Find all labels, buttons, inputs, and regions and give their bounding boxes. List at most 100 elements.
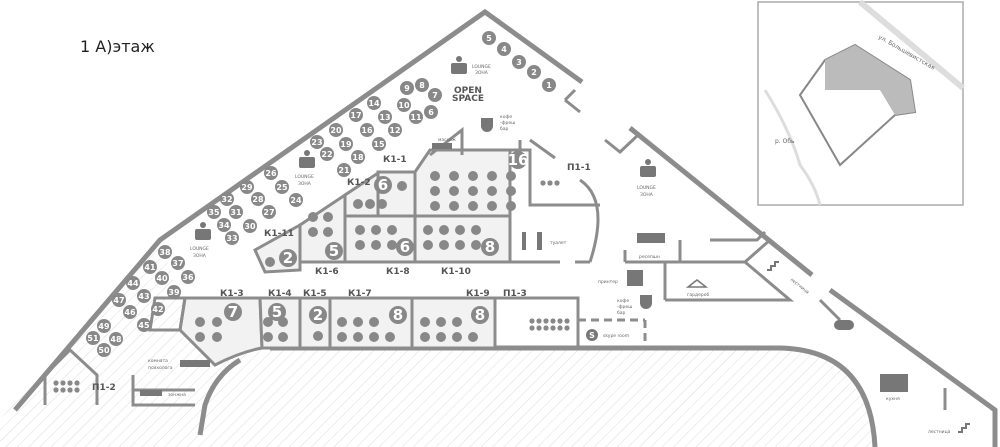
desk-marker[interactable]: [137, 289, 151, 303]
desk-6[interactable]: 6: [424, 105, 438, 119]
skype-room-label[interactable]: S skype room: [586, 329, 629, 341]
desk-8[interactable]: 8: [415, 78, 429, 92]
desk-18[interactable]: 18: [351, 150, 365, 164]
desk-45[interactable]: 45: [137, 318, 151, 332]
desk-marker[interactable]: [158, 245, 172, 259]
desk-marker[interactable]: [97, 343, 111, 357]
desk-38[interactable]: 38: [158, 245, 172, 259]
desk-marker[interactable]: [428, 88, 442, 102]
desk-42[interactable]: 42: [151, 302, 165, 316]
desk-marker[interactable]: [167, 285, 181, 299]
desk-43[interactable]: 43: [137, 289, 151, 303]
desk-marker[interactable]: [527, 65, 541, 79]
desk-32[interactable]: 32: [220, 192, 234, 206]
desk-29[interactable]: 29: [240, 180, 254, 194]
location-inset-map[interactable]: ул. Большевистская р. Обь: [757, 0, 965, 206]
desk-marker[interactable]: [310, 135, 324, 149]
desk-marker[interactable]: [367, 96, 381, 110]
desk-marker[interactable]: [251, 192, 265, 206]
skype-room[interactable]: [576, 318, 647, 348]
desk-34[interactable]: 34: [217, 218, 231, 232]
desk-22[interactable]: 22: [320, 147, 334, 161]
desk-4[interactable]: 4: [497, 42, 511, 56]
desk-50[interactable]: 50: [97, 343, 111, 357]
desk-marker[interactable]: [97, 319, 111, 333]
desk-marker[interactable]: [388, 123, 402, 137]
desk-marker[interactable]: [397, 98, 411, 112]
stairs-2[interactable]: лестница: [928, 423, 970, 435]
desk-marker[interactable]: [207, 205, 221, 219]
desk-48[interactable]: 48: [109, 332, 123, 346]
desk-marker[interactable]: [337, 163, 351, 177]
desk-24[interactable]: 24: [289, 193, 303, 207]
desk-5[interactable]: 5: [482, 31, 496, 45]
desk-marker[interactable]: [151, 302, 165, 316]
printer[interactable]: принтер: [598, 270, 643, 286]
desk-25[interactable]: 25: [275, 180, 289, 194]
desk-49[interactable]: 49: [97, 319, 111, 333]
desk-40[interactable]: 40: [155, 271, 169, 285]
desk-marker[interactable]: [240, 180, 254, 194]
desk-marker[interactable]: [243, 219, 257, 233]
desk-marker[interactable]: [360, 123, 374, 137]
desk-36[interactable]: 36: [181, 270, 195, 284]
desk-13[interactable]: 13: [378, 110, 392, 124]
desk-marker[interactable]: [542, 78, 556, 92]
desk-marker[interactable]: [229, 205, 243, 219]
desk-marker[interactable]: [415, 78, 429, 92]
desk-marker[interactable]: [181, 270, 195, 284]
desk-marker[interactable]: [400, 81, 414, 95]
desk-marker[interactable]: [86, 331, 100, 345]
desk-12[interactable]: 12: [388, 123, 402, 137]
desk-15[interactable]: 15: [372, 137, 386, 151]
desk-marker[interactable]: [372, 137, 386, 151]
room-p1-2[interactable]: [43, 347, 99, 405]
desk-2[interactable]: 2: [527, 65, 541, 79]
desk-19[interactable]: 19: [339, 137, 353, 151]
room-p1-3[interactable]: [493, 296, 580, 348]
desk-28[interactable]: 28: [251, 192, 265, 206]
desk-33[interactable]: 33: [225, 231, 239, 245]
desk-marker[interactable]: [351, 150, 365, 164]
desk-marker[interactable]: [155, 271, 169, 285]
desk-1[interactable]: 1: [542, 78, 556, 92]
desk-marker[interactable]: [275, 180, 289, 194]
desk-marker[interactable]: [409, 110, 423, 124]
desk-marker[interactable]: [220, 192, 234, 206]
desk-27[interactable]: 27: [262, 205, 276, 219]
desk-marker[interactable]: [320, 147, 334, 161]
desk-16[interactable]: 16: [360, 123, 374, 137]
reception[interactable]: ресепшн: [637, 233, 665, 260]
desk-30[interactable]: 30: [243, 219, 257, 233]
desk-11[interactable]: 11: [409, 110, 423, 124]
desk-21[interactable]: 21: [337, 163, 351, 177]
desk-17[interactable]: 17: [349, 108, 363, 122]
desk-35[interactable]: 35: [207, 205, 221, 219]
game-zone[interactable]: [834, 320, 854, 330]
desk-9[interactable]: 9: [400, 81, 414, 95]
desk-26[interactable]: 26: [264, 166, 278, 180]
desk-marker[interactable]: [217, 218, 231, 232]
desk-marker[interactable]: [123, 305, 137, 319]
desk-marker[interactable]: [225, 231, 239, 245]
desk-marker[interactable]: [264, 166, 278, 180]
desk-14[interactable]: 14: [367, 96, 381, 110]
desk-marker[interactable]: [482, 31, 496, 45]
desk-marker[interactable]: [137, 318, 151, 332]
desk-marker[interactable]: [497, 42, 511, 56]
desk-51[interactable]: 51: [86, 331, 100, 345]
desk-marker[interactable]: [349, 108, 363, 122]
desk-marker[interactable]: [143, 260, 157, 274]
desk-marker[interactable]: [171, 256, 185, 270]
desk-20[interactable]: 20: [329, 123, 343, 137]
desk-marker[interactable]: [289, 193, 303, 207]
desk-23[interactable]: 23: [310, 135, 324, 149]
desk-41[interactable]: 41: [143, 260, 157, 274]
desk-marker[interactable]: [512, 55, 526, 69]
desk-marker[interactable]: [329, 123, 343, 137]
desk-39[interactable]: 39: [167, 285, 181, 299]
desk-47[interactable]: 47: [112, 293, 126, 307]
